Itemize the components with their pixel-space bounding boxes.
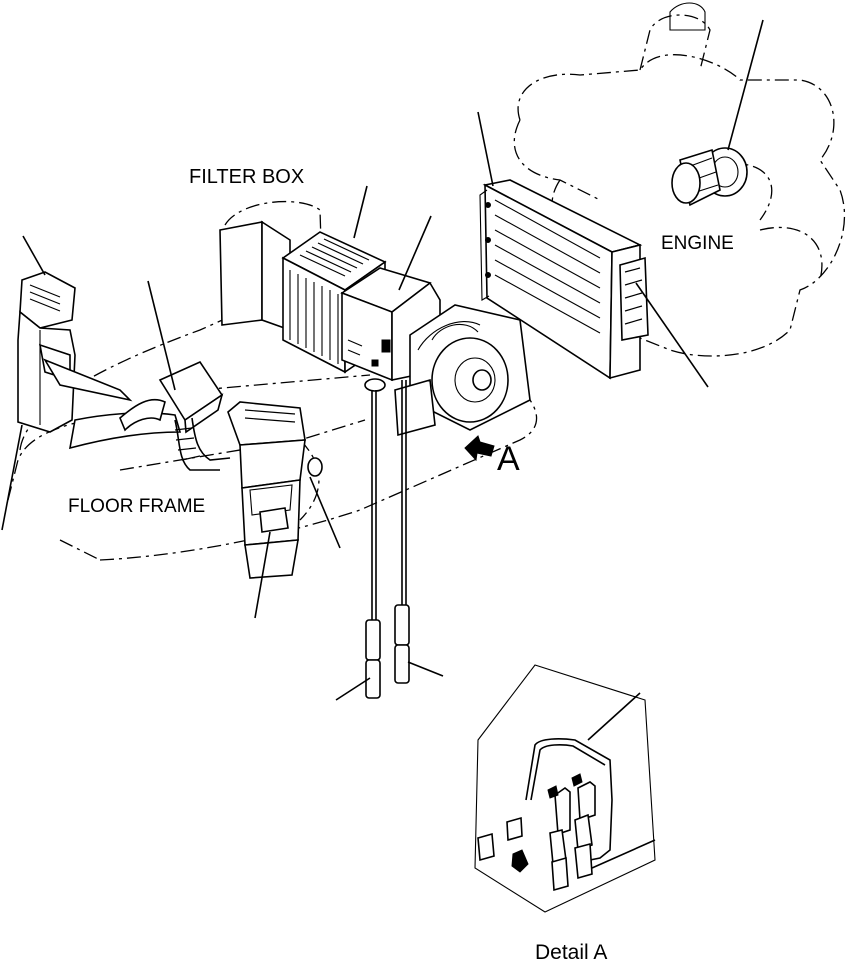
label-engine: ENGINE xyxy=(661,233,734,254)
label-detail-a: Detail A xyxy=(535,941,607,960)
leader-drain-hose-right xyxy=(407,661,444,677)
leader-condenser xyxy=(477,111,494,187)
leader-left-vent xyxy=(22,235,46,276)
detail-a-view: Detail A xyxy=(474,664,656,960)
air-conditioner-unit xyxy=(281,231,441,382)
leader-drain-hose-left xyxy=(335,677,371,701)
compressor xyxy=(671,147,748,207)
flex-duct xyxy=(158,360,231,471)
blower-fan xyxy=(364,304,531,437)
leader-receiver xyxy=(635,282,709,388)
leader-compressor xyxy=(727,19,764,151)
view-arrow-a: A xyxy=(464,435,520,478)
front-vent-unit xyxy=(227,401,323,579)
leader-heater-unit xyxy=(398,215,432,291)
left-vent-duct xyxy=(17,271,182,450)
condenser xyxy=(479,179,649,380)
leader-sensor xyxy=(309,476,341,549)
leader-flex-duct xyxy=(147,280,176,391)
leader-evaporator xyxy=(353,185,368,239)
relay-group xyxy=(547,773,596,892)
label-filter-box: FILTER BOX xyxy=(189,166,304,188)
drain-hoses xyxy=(365,380,410,699)
label-floor-frame: FLOOR FRAME xyxy=(68,496,205,517)
leader-left-duct xyxy=(1,424,23,531)
view-arrow-label: A xyxy=(497,440,520,478)
leader-front-vent xyxy=(254,531,271,619)
